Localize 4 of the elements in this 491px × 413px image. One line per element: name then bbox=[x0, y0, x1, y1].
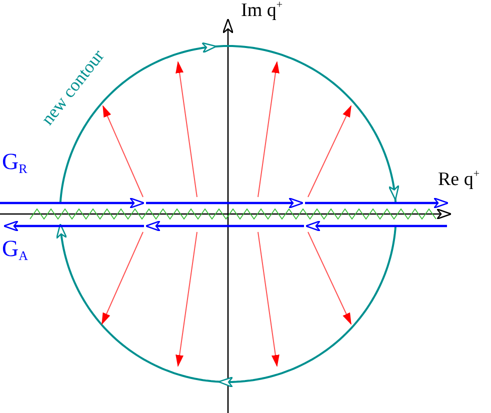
axis-label: Im q$^{+}$ bbox=[241, 1, 283, 20]
line-label: G$_{A}$ bbox=[2, 237, 28, 260]
line-label: G$_{R}$ bbox=[2, 150, 28, 173]
axis-label: Re q$^{+}$ bbox=[438, 170, 480, 189]
